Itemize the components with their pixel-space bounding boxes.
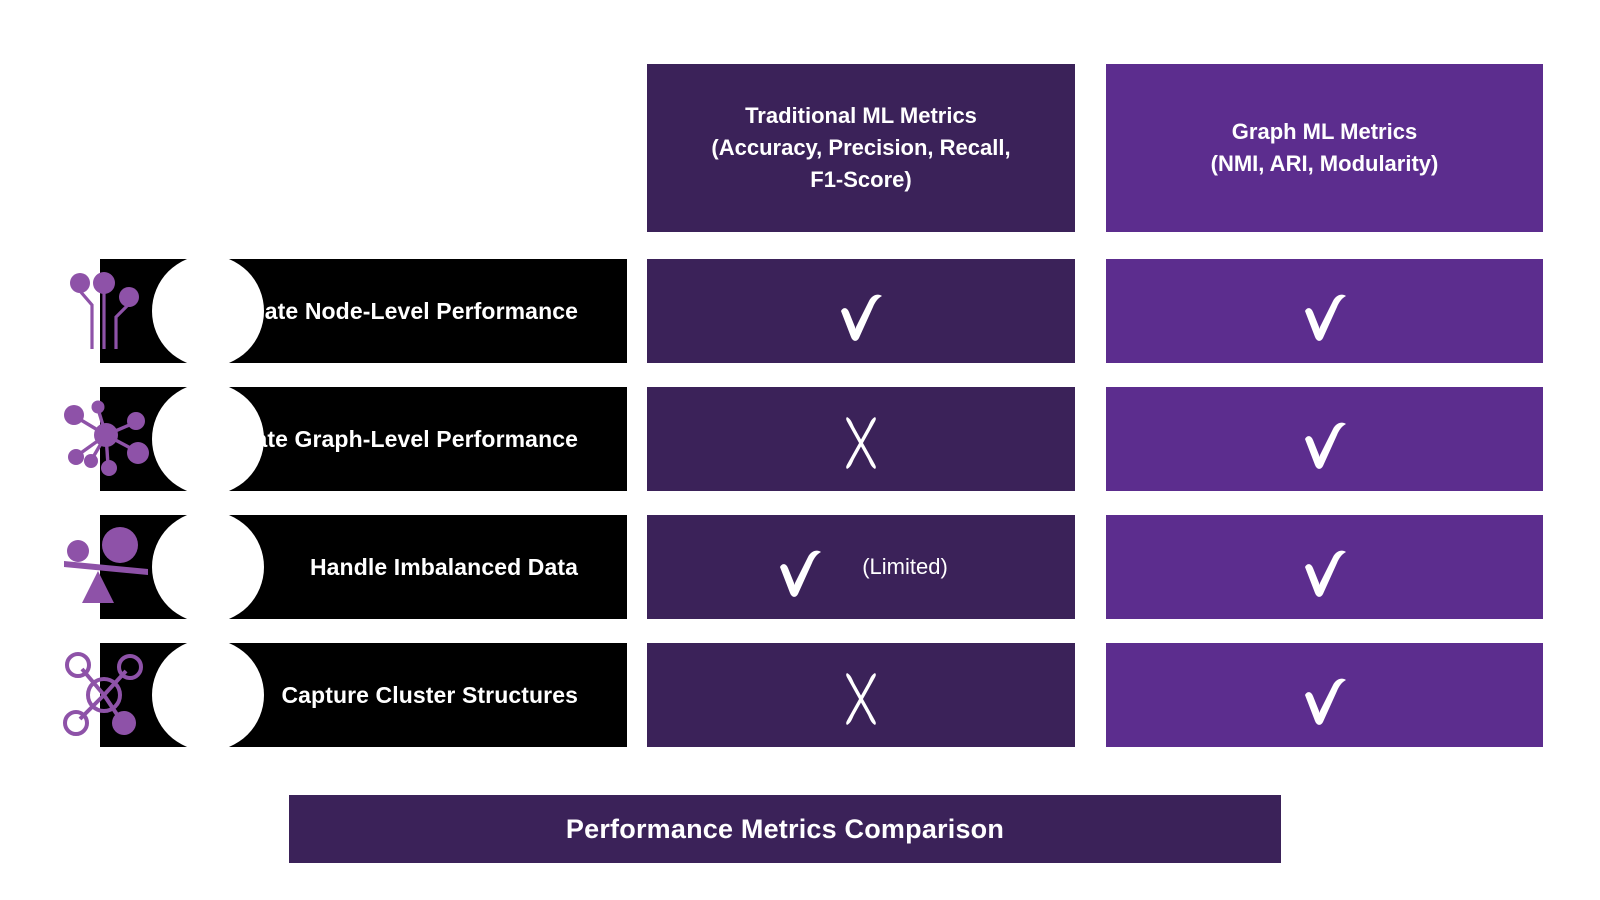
- footer-title-bar: Performance Metrics Comparison: [289, 795, 1281, 863]
- cell-traditional: [647, 643, 1075, 747]
- check-icon: [1289, 659, 1361, 731]
- molecule-cluster-icon: [58, 645, 158, 745]
- row-label: Capture Cluster Structures: [281, 681, 578, 708]
- cell-traditional: [647, 387, 1075, 491]
- footer-title: Performance Metrics Comparison: [565, 813, 1005, 844]
- column-header-graph-line2: (NMI, ARI, Modularity): [1210, 151, 1439, 176]
- table-row: Capture Cluster Structures: [0, 639, 1600, 751]
- row-notch: [152, 639, 264, 751]
- check-icon: [1289, 275, 1361, 347]
- cell-traditional: (Limited): [647, 515, 1075, 619]
- table-row: Evaluate Graph-Level Performance: [0, 383, 1600, 495]
- column-header-traditional-line1: Traditional ML Metrics: [745, 103, 977, 129]
- node-tree-icon: [58, 261, 158, 361]
- column-header-traditional: Traditional ML Metrics (Accuracy, Precis…: [647, 64, 1075, 232]
- row-label-bar: [100, 639, 627, 751]
- cell-graph: [1106, 387, 1543, 491]
- column-header-graph-line1: Graph ML Metrics: [1231, 119, 1418, 145]
- cell-traditional: [647, 259, 1075, 363]
- row-label-bar: [100, 511, 627, 623]
- row-label: Evaluate Graph-Level Performance: [192, 425, 578, 452]
- cell-graph: [1106, 515, 1543, 619]
- check-icon: [1289, 403, 1361, 475]
- balance-scale-icon: [58, 517, 158, 617]
- row-notch: [152, 255, 264, 367]
- table-row: Evaluate Node-Level Performance: [0, 255, 1600, 367]
- row-notch: [152, 383, 264, 495]
- network-hub-icon: [58, 389, 158, 489]
- column-header-traditional-line3: F1-Score): [810, 166, 912, 192]
- column-header-traditional-line2: (Accuracy, Precision, Recall,: [711, 135, 1011, 161]
- row-label-bar: [100, 383, 627, 495]
- cell-note: (Limited): [862, 554, 948, 579]
- cell-graph: [1106, 643, 1543, 747]
- row-notch: [152, 511, 264, 623]
- check-icon: [764, 531, 836, 603]
- row-label: Handle Imbalanced Data: [309, 553, 578, 580]
- check-icon: [1289, 531, 1361, 603]
- cross-icon: [825, 659, 897, 731]
- cell-graph: [1106, 259, 1543, 363]
- check-icon: [825, 275, 897, 347]
- table-row: Handle Imbalanced Data (Limited): [0, 511, 1600, 623]
- cross-icon: [825, 403, 897, 475]
- row-label: Evaluate Node-Level Performance: [202, 297, 578, 324]
- row-label-bar: [100, 255, 627, 367]
- column-header-graph: Graph ML Metrics (NMI, ARI, Modularity): [1106, 64, 1543, 232]
